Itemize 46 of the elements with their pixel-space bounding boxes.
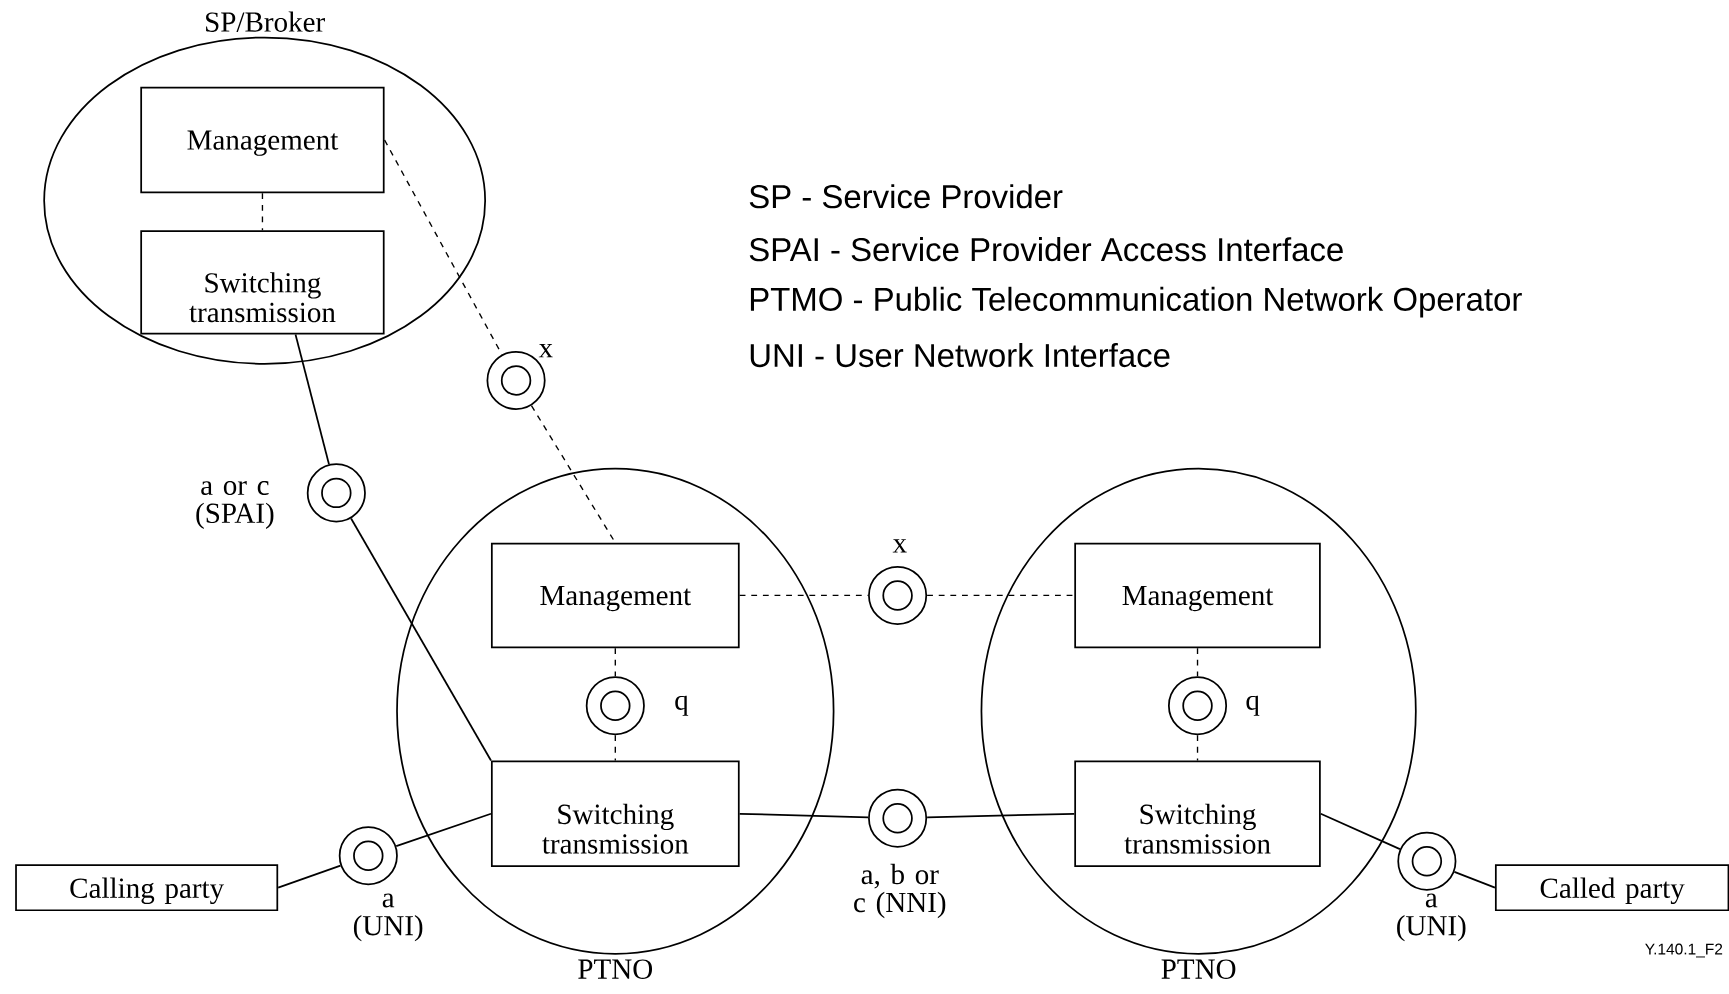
connector-line xyxy=(1196,734,1199,762)
connector-line xyxy=(614,647,616,678)
interface-symbol xyxy=(1397,831,1457,891)
connector-line xyxy=(1319,813,1401,851)
connector-line xyxy=(350,517,492,762)
abbreviation-note: SPAI - Service Provider Access Interface xyxy=(749,237,1343,262)
connector-line xyxy=(738,813,869,819)
interface-symbol xyxy=(868,566,928,626)
node-label: PTNO xyxy=(1161,959,1236,980)
connector-line xyxy=(277,864,342,889)
interface-symbol xyxy=(338,826,398,886)
connector-line xyxy=(1453,871,1496,889)
abbreviation-note: UNI - User Network Interface xyxy=(750,343,1170,368)
connector-line xyxy=(926,595,1075,597)
function-box: Switching transmission xyxy=(140,230,385,335)
interface-label: x xyxy=(892,539,907,553)
connector-line xyxy=(294,333,330,466)
abbreviation-note: PTMO - Public Telecommunication Network Operator xyxy=(750,287,1522,318)
interface-label: q xyxy=(675,695,689,717)
interface-symbol xyxy=(868,788,928,848)
function-box: Switching transmission xyxy=(1074,760,1321,868)
function-box: Management xyxy=(490,543,740,649)
abbreviation-note: SP - Service Provider xyxy=(749,184,1063,209)
function-box: Calling party xyxy=(15,864,279,912)
interface-label: q xyxy=(1246,695,1260,717)
figure-id: Y.140.1_F2 xyxy=(1645,943,1723,958)
interface-label: a, b or c (NNI) xyxy=(854,864,946,919)
function-box: Management xyxy=(140,87,385,194)
connector-line xyxy=(614,734,616,762)
interface-label: a (UNI) xyxy=(353,893,423,942)
node-label: SP/Broker xyxy=(206,11,325,33)
interface-symbol xyxy=(585,676,645,736)
interface-label: a or c (SPAI) xyxy=(196,481,274,530)
connector-line xyxy=(383,139,503,356)
interface-label: x xyxy=(538,344,553,358)
connector-line xyxy=(395,813,492,848)
interface-symbol xyxy=(306,463,366,523)
function-box: Called party xyxy=(1494,864,1729,912)
node-label: PTNO xyxy=(578,959,653,980)
function-box: Switching transmission xyxy=(490,760,740,868)
connector-line xyxy=(926,813,1076,819)
connector-line xyxy=(1196,647,1199,678)
connector-line xyxy=(261,192,264,232)
function-box: Management xyxy=(1074,543,1321,649)
interface-symbol xyxy=(1168,676,1228,736)
interface-label: a (UNI) xyxy=(1397,893,1466,942)
